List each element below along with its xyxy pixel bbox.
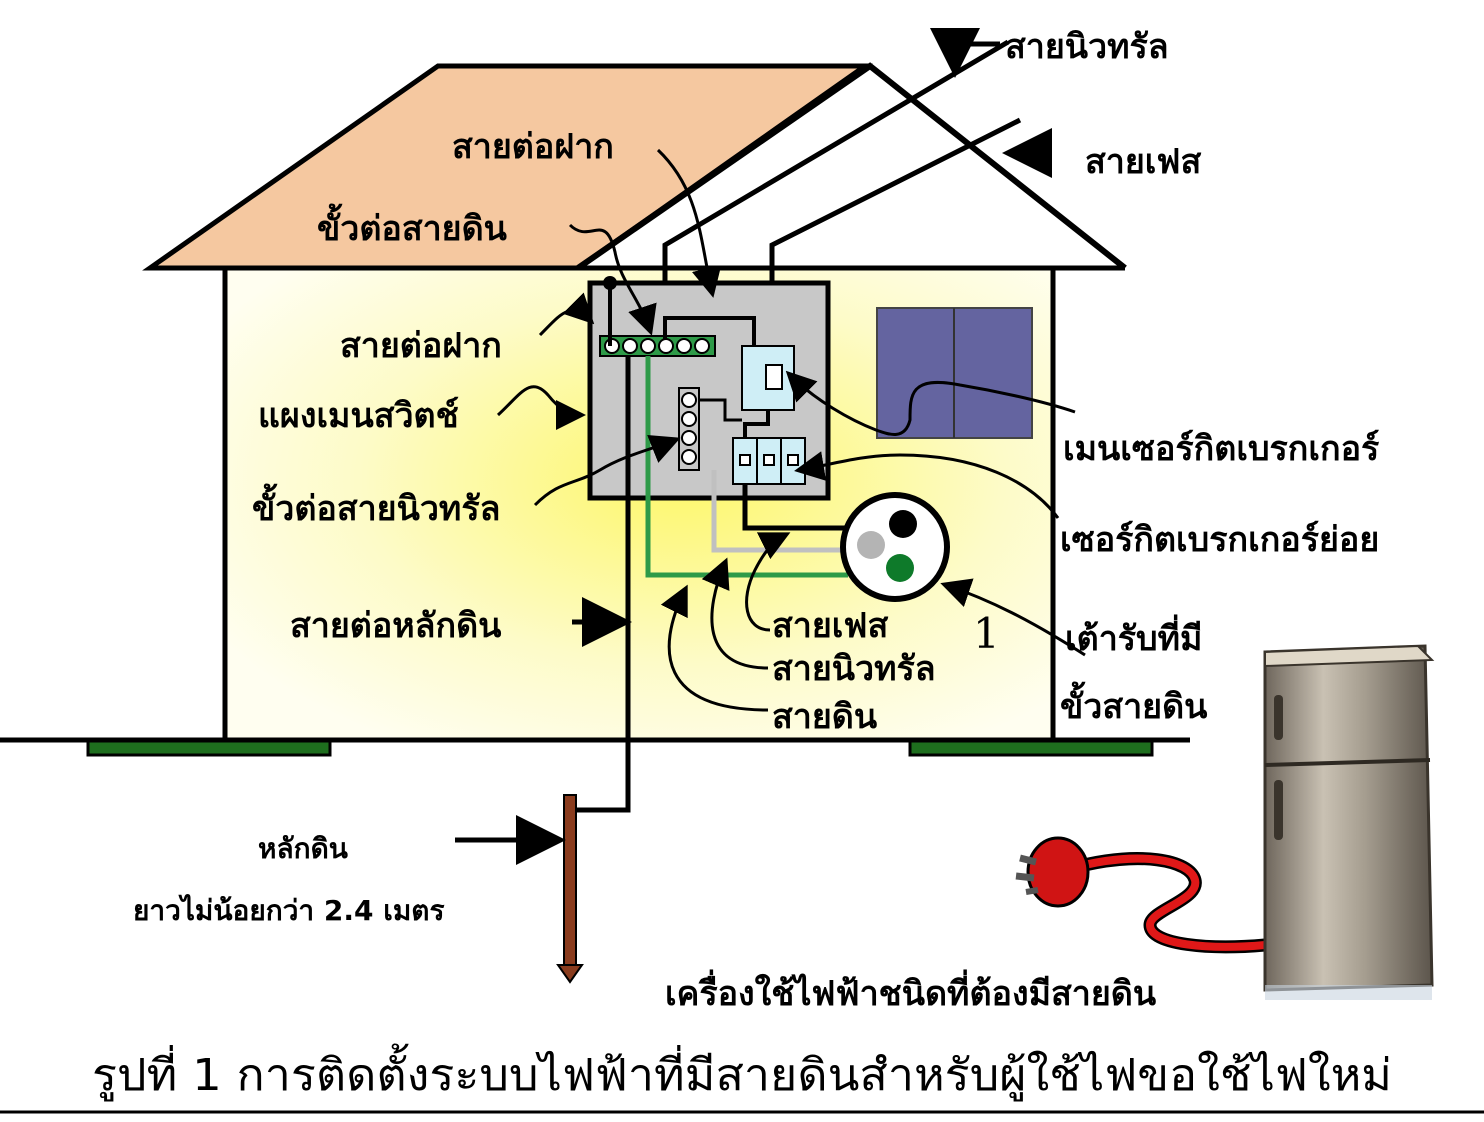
label-branch-breaker: เซอร์กิตเบรกเกอร์ย่อย xyxy=(1060,520,1379,560)
ground-rod xyxy=(556,794,584,984)
figure-caption: รูปที่ 1 การติดตั้งระบบไฟฟ้าที่มีสายดินส… xyxy=(92,1043,1392,1102)
label-outlet-line2: ขั้วสายดิน xyxy=(1060,681,1207,727)
label-outlet-number: 1 xyxy=(973,609,1000,658)
label-ground-rod: หลักดิน xyxy=(258,832,348,865)
label-main-switchboard: แผงเมนสวิตช์ xyxy=(258,396,459,436)
label-phase-bottom: สายเฟส xyxy=(772,606,888,646)
label-main-breaker: เมนเซอร์กิตเบรกเกอร์ xyxy=(1063,429,1380,469)
label-outlet-line1: เต้ารับที่มี xyxy=(1065,614,1202,659)
label-appliance: เครื่องใช้ไฟฟ้าชนิดที่ต้องมีสายดิน xyxy=(665,969,1156,1014)
roof xyxy=(142,63,873,271)
label-grounding-conductor: สายต่อหลักดิน xyxy=(290,606,501,646)
outlet-phase-hole xyxy=(889,510,917,538)
neutral-bar xyxy=(678,387,700,471)
label-bonding-left: สายต่อฝาก xyxy=(340,326,502,366)
neutral-arrow-top xyxy=(930,28,1000,78)
neutral-branch-wire xyxy=(711,470,848,553)
neutral-bar-screws xyxy=(681,392,697,465)
label-rod-length: ยาวไม่น้อยกว่า 2.4 เมตร xyxy=(133,894,445,927)
neutral-internal xyxy=(699,398,742,422)
label-ground-bottom: สายดิน xyxy=(772,697,877,737)
callout-arrows xyxy=(455,148,1086,865)
label-neutral-top: สายนิวทรัล xyxy=(1005,27,1169,67)
neutral-link xyxy=(663,316,756,346)
window xyxy=(876,307,1033,439)
outlet-neutral-hole xyxy=(857,531,885,559)
label-neutral-terminal: ขั้วต่อสายนิวทรัล xyxy=(252,483,500,529)
bonding-node xyxy=(603,276,617,290)
grounded-outlet xyxy=(840,492,950,602)
phase-label-bg xyxy=(1052,128,1252,194)
footing-left xyxy=(86,739,332,757)
main-to-branch xyxy=(743,410,770,438)
main-breaker-toggle xyxy=(765,364,783,390)
label-neutral-bottom: สายนิวทรัล xyxy=(772,649,936,689)
appliance-plug xyxy=(1015,836,1266,954)
labels: สายนิวทรัล สายเฟส สายต่อฝาก ขั้วต่อสายดิ… xyxy=(133,27,1380,1014)
label-ground-terminal: ขั้วต่อสายดิน xyxy=(317,203,507,249)
phase-branch-wire xyxy=(742,484,848,531)
outlet-ground-hole xyxy=(886,554,914,582)
ground-branch-wire xyxy=(645,356,848,578)
label-bonding-top: สายต่อฝาก xyxy=(452,127,614,167)
roof-right xyxy=(576,62,1127,271)
grounding-electrode-conductor xyxy=(575,356,631,813)
label-phase-top: สายเฟส xyxy=(1085,142,1201,182)
footing-right xyxy=(908,739,1154,757)
refrigerator xyxy=(1263,644,1435,1000)
